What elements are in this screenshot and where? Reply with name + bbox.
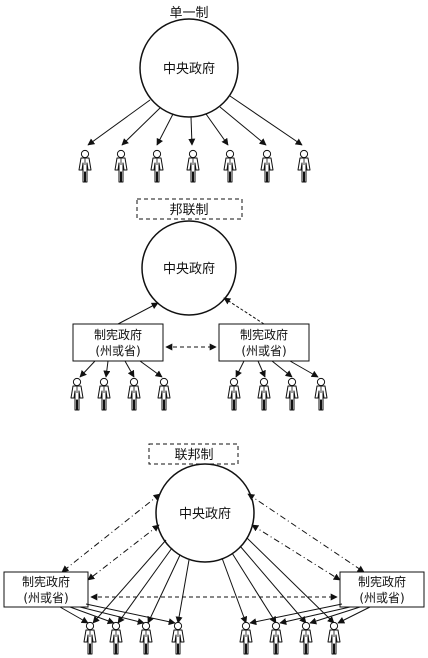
unitary-arrow xyxy=(219,106,267,146)
central-to-citizen-arrow xyxy=(239,545,307,624)
citizen-icon xyxy=(314,377,328,411)
central-to-citizen-arrow xyxy=(231,552,277,624)
confederation-central-government-circle xyxy=(141,220,237,316)
citizen-icon xyxy=(260,149,274,183)
state-to-citizen-arrow xyxy=(139,360,163,378)
central-to-citizen-arrow xyxy=(246,537,335,624)
federation-state-right-line2: (州或省) xyxy=(359,591,404,605)
confederation-state-left-line1: 制宪政府 xyxy=(94,327,142,342)
citizen-icon xyxy=(239,621,253,655)
central-state-link-arrow xyxy=(251,524,341,581)
unitary-arrow xyxy=(188,116,196,146)
citizen-icon xyxy=(297,149,311,183)
central-to-citizen-arrow xyxy=(221,557,248,624)
citizen-icon xyxy=(150,149,164,183)
unitary-arrows xyxy=(87,95,303,146)
confederation-state-to-central-arrow xyxy=(117,302,159,325)
federation-central-citizen-arrows xyxy=(92,537,335,624)
citizen-icon xyxy=(109,621,123,655)
confederation-state-right-box xyxy=(218,323,310,362)
citizen-icon xyxy=(114,149,128,183)
confederation-state-right-line2: (州或省) xyxy=(241,344,286,358)
citizen-icon xyxy=(127,377,141,411)
confederation-citizens xyxy=(70,377,328,411)
federation-state-left-line2: (州或省) xyxy=(23,591,68,605)
citizen-icon xyxy=(257,377,271,411)
unitary-arrow xyxy=(205,113,229,146)
federation-state-citizen-arrows xyxy=(59,603,371,626)
citizen-icon xyxy=(186,149,200,183)
unitary-title: 单一制 xyxy=(169,6,208,21)
federation-title: 联邦制 xyxy=(174,448,213,463)
citizen-icon xyxy=(285,377,299,411)
federation-state-right-line1: 制宪政府 xyxy=(358,574,406,589)
citizen-icon xyxy=(327,621,341,655)
state-to-citizen-arrow xyxy=(124,360,135,378)
citizen-icon xyxy=(70,377,84,411)
state-to-citizen-arrow xyxy=(279,606,351,626)
citizen-icon xyxy=(139,621,153,655)
central-state-link-arrow xyxy=(61,493,161,573)
citizen-icon xyxy=(223,149,237,183)
state-to-citizen-arrow xyxy=(69,606,115,625)
state-to-citizen-arrow xyxy=(235,360,245,378)
unitary-citizens xyxy=(78,149,311,183)
state-to-citizen-arrow xyxy=(249,603,343,626)
state-to-citizen-arrow xyxy=(79,360,96,378)
state-to-citizen-arrow xyxy=(309,606,361,625)
state-to-citizen-arrow xyxy=(59,606,89,624)
confederation-central-government-label: 中央政府 xyxy=(163,262,215,277)
unitary-arrow xyxy=(229,95,303,146)
unitary-central-government-label: 中央政府 xyxy=(163,62,215,77)
unitary-central-government-circle xyxy=(139,18,239,118)
federation-citizens xyxy=(83,621,341,655)
confederation-section: 邦联制 中央政府 制宪政府 (州或省) 制宪政府 (州或省) xyxy=(70,198,328,411)
central-to-citizen-arrow xyxy=(175,559,190,624)
confederation-state-right-line1: 制宪政府 xyxy=(240,327,288,342)
citizen-icon xyxy=(83,621,97,655)
unitary-arrow xyxy=(156,113,174,146)
unitary-arrow xyxy=(87,99,151,146)
confederation-state-left-line2: (州或省) xyxy=(95,344,140,358)
federation-state-left-box xyxy=(3,571,89,608)
confederation-state-citizen-arrows xyxy=(79,360,319,378)
state-to-citizen-arrow xyxy=(85,603,176,626)
unitary-section: 单一制 中央政府 xyxy=(78,6,311,183)
federation-central-government-label: 中央政府 xyxy=(179,507,231,522)
federation-title-box xyxy=(148,443,239,465)
state-to-citizen-arrow xyxy=(289,360,319,378)
state-to-citizen-arrow xyxy=(271,360,293,378)
citizen-icon xyxy=(227,377,241,411)
citizen-icon xyxy=(78,149,92,183)
central-state-link-arrow xyxy=(87,524,160,581)
citizen-icon xyxy=(299,621,313,655)
citizen-icon xyxy=(157,377,171,411)
federation-central-state-links xyxy=(61,493,365,581)
unitary-arrow xyxy=(121,107,161,146)
state-to-citizen-arrow xyxy=(103,360,111,378)
federation-state-right-box xyxy=(339,571,425,608)
confederation-state-to-central-arrow xyxy=(223,297,265,325)
confederation-title: 邦联制 xyxy=(169,203,208,218)
state-to-citizen-arrow xyxy=(337,606,371,624)
state-to-citizen-arrow xyxy=(79,606,145,625)
citizen-icon xyxy=(97,377,111,411)
central-to-citizen-arrow xyxy=(92,539,167,624)
citizen-icon xyxy=(171,621,185,655)
citizen-icon xyxy=(269,621,283,655)
confederation-title-box xyxy=(136,198,243,220)
central-to-citizen-arrow xyxy=(117,547,173,624)
federation-section: 联邦制 中央政府 制宪政府 (州或省) 制宪政府 (州或省) xyxy=(3,443,425,655)
federation-state-left-line1: 制宪政府 xyxy=(22,574,70,589)
central-to-citizen-arrow xyxy=(147,554,181,624)
state-to-citizen-arrow xyxy=(257,360,266,378)
